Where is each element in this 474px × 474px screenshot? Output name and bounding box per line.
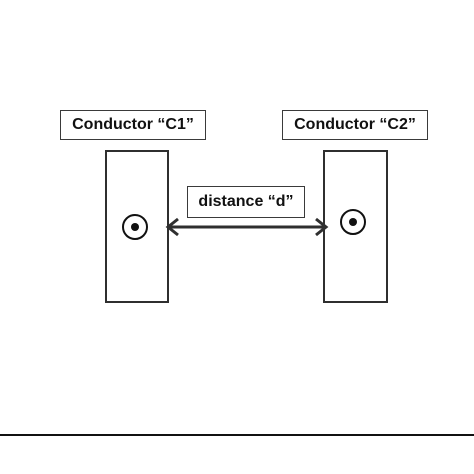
distance-arrow [165,217,329,237]
current-out-of-page-icon [340,209,366,235]
current-out-of-page-icon [122,214,148,240]
distance-label: distance “d” [187,186,305,218]
conductor-c2-label: Conductor “C2” [282,110,428,140]
bottom-divider [0,434,474,436]
conductor-c1-label: Conductor “C1” [60,110,206,140]
